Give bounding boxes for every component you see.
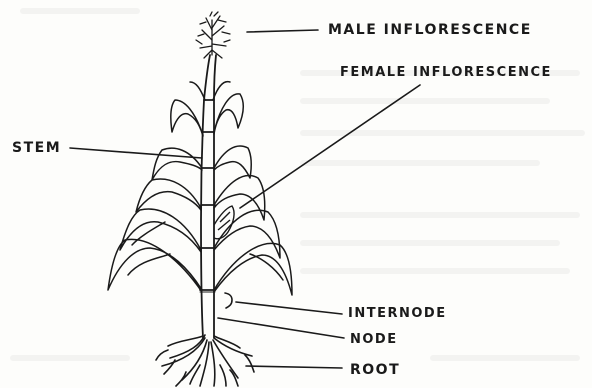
male-inflorescence-label: MALE INFLORESCENCE bbox=[328, 22, 532, 38]
root-label: ROOT bbox=[350, 362, 400, 378]
internode-leader bbox=[236, 302, 342, 314]
node-leader bbox=[218, 318, 344, 338]
labels: MALE INFLORESCENCE FEMALE INFLORESCENCE … bbox=[12, 22, 552, 378]
root-leader bbox=[246, 366, 342, 368]
female-inflorescence-leader bbox=[240, 85, 420, 208]
female-inflorescence-label: FEMALE INFLORESCENCE bbox=[340, 65, 552, 80]
node-label: NODE bbox=[350, 332, 398, 347]
male-inflorescence-leader bbox=[247, 30, 318, 32]
internode-bracket bbox=[225, 293, 232, 308]
male-inflorescence-tassel bbox=[196, 12, 230, 58]
leaves bbox=[108, 82, 292, 295]
stem-label: STEM bbox=[12, 140, 61, 156]
internode-label: INTERNODE bbox=[348, 306, 447, 321]
root-system bbox=[156, 335, 254, 386]
